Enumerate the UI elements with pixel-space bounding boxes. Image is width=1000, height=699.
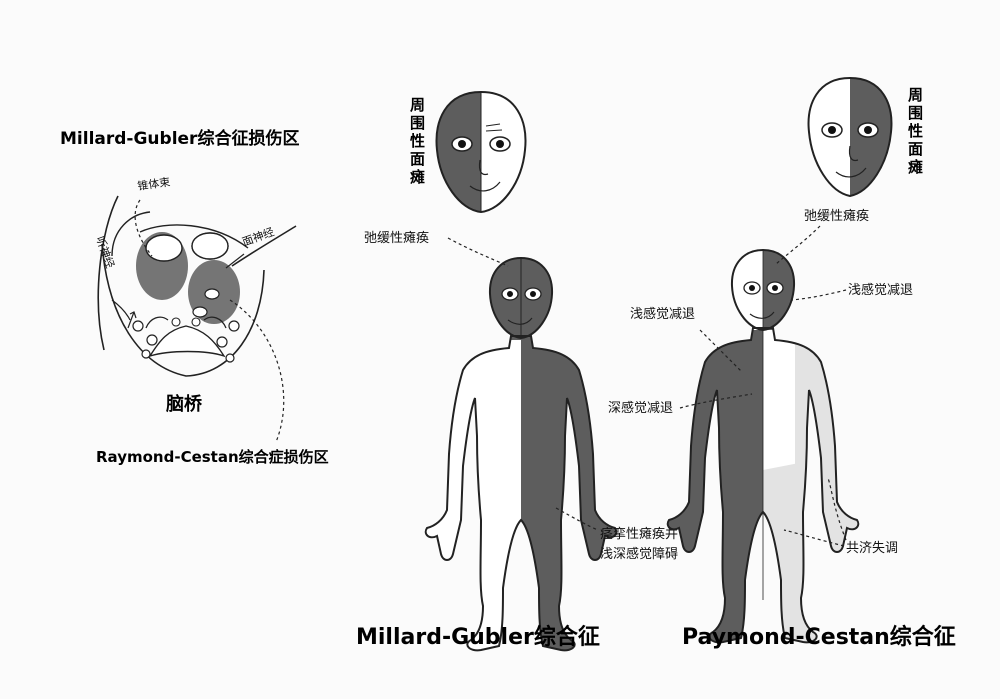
facial-nerve-label: 面神经: [240, 224, 276, 248]
pyramidal-tract-label: 锥体束: [136, 175, 171, 193]
raymond-shallow-body-label: 浅感觉减退: [630, 306, 695, 322]
millard-head-label-5: 瘫: [410, 168, 425, 186]
raymond-ataxia-label: 共济失调: [846, 541, 898, 556]
millard-head-label-4: 面: [410, 150, 425, 168]
raymond-region-label: Raymond-Cestan综合症损伤区: [96, 448, 329, 466]
millard-spastic-label-2: 浅深感觉障碍: [600, 546, 678, 562]
pons-cross-section: [97, 195, 297, 377]
millard-caption: Millard-Gubler综合征: [356, 624, 600, 650]
raymond-head-label-5: 瘫: [908, 158, 923, 176]
millard-head-label-3: 性: [410, 132, 425, 150]
raymond-flaccid-label: 弛缓性瘫痪: [804, 208, 869, 224]
raymond-head-label: 周 围 性 面 瘫: [908, 86, 923, 176]
millard-spastic-label-1: 痉挛性瘫痪并: [600, 526, 678, 542]
raymond-head-label-3: 性: [908, 122, 923, 140]
millard-big-head: [435, 90, 527, 214]
raymond-head-label-2: 围: [908, 104, 923, 122]
millard-head-label: 周 围 性 面 瘫: [410, 96, 425, 186]
raymond-head-label-1: 周: [908, 86, 923, 104]
raymond-deep-label: 深感觉减退: [608, 400, 673, 416]
raymond-shallow-face-label: 浅感觉减退: [848, 282, 913, 298]
raymond-figure: [666, 249, 860, 644]
millard-figure: [424, 257, 618, 652]
millard-region-label: Millard-Gubler综合征损伤区: [60, 128, 299, 149]
pons-label: 脑桥: [166, 393, 203, 415]
raymond-big-head: [807, 76, 893, 198]
raymond-caption: Paymond-Cestan综合征: [682, 624, 956, 650]
millard-flaccid-label: 弛缓性瘫痪: [364, 230, 429, 246]
millard-head-label-1: 周: [410, 96, 425, 114]
raymond-head-label-4: 面: [908, 140, 923, 158]
millard-head-label-2: 围: [410, 114, 425, 132]
